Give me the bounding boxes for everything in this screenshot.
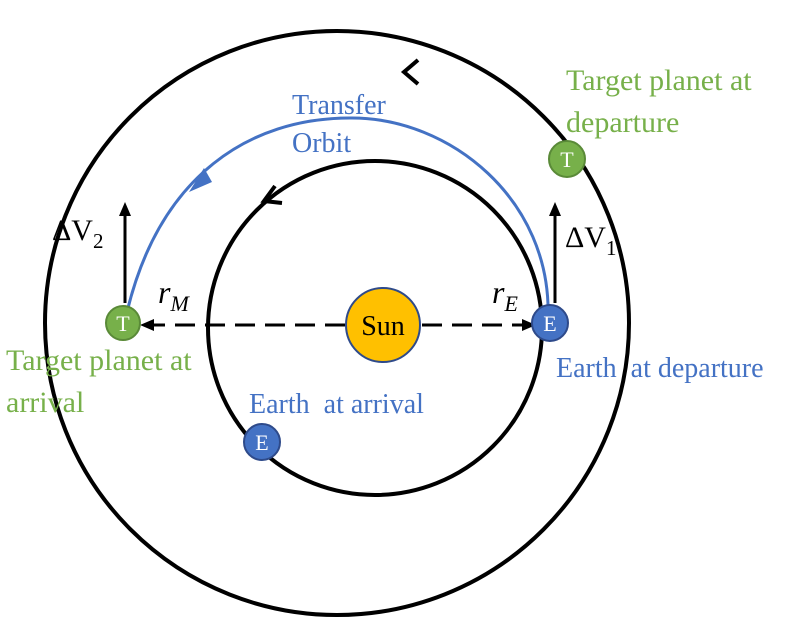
delta-v2-label-sub: 2 xyxy=(93,229,104,253)
outer-orbit xyxy=(43,29,631,617)
target-departure-marker-letter: T xyxy=(560,147,574,172)
earth-departure-label: Earth at departure xyxy=(556,353,764,384)
outer-orbit-direction-arrow xyxy=(400,58,420,86)
radius-mars-label-base: r xyxy=(158,274,171,310)
target-arrival-label-line2: arrival xyxy=(6,386,84,419)
delta-v1-label: ΔV1 xyxy=(565,221,616,260)
radius-earth-arrowhead xyxy=(522,319,536,331)
radius-earth-label-sub: E xyxy=(503,291,518,316)
transfer-orbit-label-line1: Transfer xyxy=(292,90,387,121)
earth-arrival-marker xyxy=(243,423,281,461)
transfer-orbit-label-line2: Orbit xyxy=(292,128,351,159)
inner-orbit-direction-arrow xyxy=(260,184,283,205)
radius-mars-arrowhead xyxy=(140,319,154,331)
delta-v2-label: ΔV2 xyxy=(52,214,103,253)
target-arrival-marker xyxy=(105,305,141,341)
earth-arrival-label: Earth at arrival xyxy=(249,389,424,420)
delta-v2-arrowhead xyxy=(119,202,131,216)
delta-v1-label-sub: 1 xyxy=(606,236,617,260)
delta-v2-label-base: ΔV xyxy=(52,214,93,247)
earth-departure-marker-letter: E xyxy=(543,311,556,336)
target-departure-label-line1: Target planet at xyxy=(566,64,752,97)
delta-v1-arrowhead xyxy=(549,202,561,216)
target-arrival-marker-letter: T xyxy=(116,311,130,336)
sun-label: Sun xyxy=(361,311,405,342)
earth-arrival-marker-letter: E xyxy=(255,430,268,455)
radius-earth-label-base: r xyxy=(492,274,505,310)
radius-earth-label: rE xyxy=(492,274,518,316)
target-arrival-label-line1: Target planet at xyxy=(6,344,192,377)
earth-departure-marker xyxy=(531,304,569,342)
transfer-orbit-arrowhead xyxy=(189,168,212,192)
delta-v1-label-base: ΔV xyxy=(565,221,606,254)
target-departure-label-line2: departure xyxy=(566,106,679,139)
radius-mars-label: rM xyxy=(158,274,190,316)
transfer-orbit-arc xyxy=(125,116,550,319)
sun xyxy=(345,287,421,363)
radius-mars-label-sub: M xyxy=(169,291,190,316)
target-departure-marker xyxy=(548,140,586,178)
